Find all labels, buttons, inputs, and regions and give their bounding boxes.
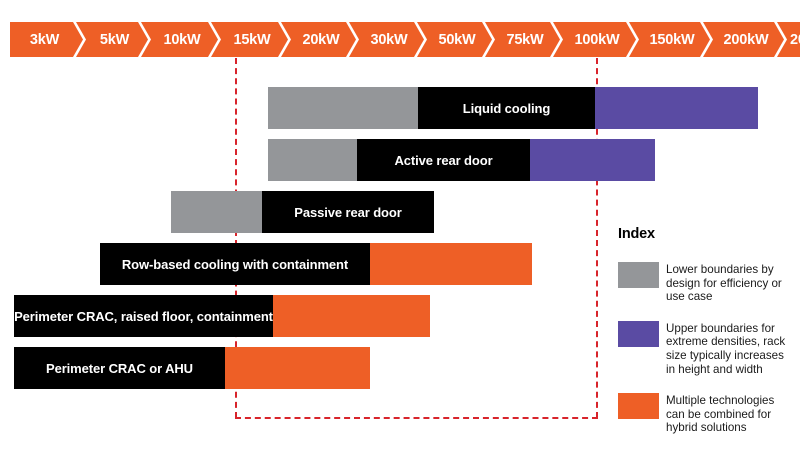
scale-step-100kw: 100kW — [562, 22, 638, 57]
bar-segment-hybrid — [370, 243, 532, 285]
bar-segment-typical — [100, 243, 370, 285]
scale-step-20kw: 20kW — [290, 22, 358, 57]
bar-segment-lower-boundary — [171, 191, 262, 233]
scale-step-label: 20kW — [302, 31, 340, 48]
legend-item-upper-boundaries: Upper boundaries for extreme densities, … — [618, 320, 793, 376]
bar-segment-typical — [14, 347, 225, 389]
legend-item-lower-boundaries: Lower boundaries by design for efficienc… — [618, 262, 793, 304]
bar-segment-typical — [14, 295, 273, 337]
legend-label-upper-boundaries: Upper boundaries for extreme densities, … — [666, 321, 786, 376]
legend-item-hybrid: Multiple technologies can be combined fo… — [618, 393, 793, 435]
scale-step-200plus: 200+ — [786, 22, 800, 57]
scale-step-label: 5kW — [99, 31, 130, 48]
scale-step-label: 200kW — [723, 31, 769, 48]
legend-label-lower-boundaries: Lower boundaries by design for efficienc… — [666, 263, 782, 304]
bar-segment-upper-boundary — [530, 139, 655, 181]
scale-step-3kw: 3kW — [10, 22, 85, 57]
scale-step-50kw: 50kW — [426, 22, 494, 57]
scale-step-10kw: 10kW — [150, 22, 220, 57]
scale-step-5kw: 5kW — [85, 22, 150, 57]
bar-segment-upper-boundary — [595, 87, 758, 129]
bar-row-based-cooling-with-containment[interactable]: Row-based cooling with containment — [100, 243, 532, 285]
legend-swatch-orange — [618, 393, 659, 420]
guide-line-left-15kw — [235, 58, 237, 418]
bar-perimeter-crac-raised-floor-containment[interactable]: Perimeter CRAC, raised floor, containmen… — [14, 295, 430, 337]
scale-step-label: 3kW — [29, 31, 60, 48]
bar-perimeter-crac-or-ahu[interactable]: Perimeter CRAC or AHU — [14, 347, 370, 389]
index-title: Index — [618, 226, 655, 242]
bar-segment-typical — [262, 191, 434, 233]
scale-step-label: 75kW — [506, 31, 544, 48]
scale-step-label: 10kW — [163, 31, 201, 48]
bar-segment-typical — [418, 87, 595, 129]
power-density-scale-band: 3kW 5kW 10kW 15kW 20kW 30kW 50kW 75kW 10… — [10, 22, 800, 57]
bar-segment-typical — [357, 139, 530, 181]
scale-step-label: 15kW — [233, 31, 271, 48]
legend-swatch-purple — [618, 320, 659, 347]
guide-line-bottom-connector — [235, 417, 598, 419]
bar-segment-hybrid — [273, 295, 430, 337]
scale-step-150kw: 150kW — [638, 22, 712, 57]
scale-step-label: 200+ — [790, 31, 800, 48]
bar-segment-lower-boundary — [268, 87, 418, 129]
guide-line-right-150kw — [596, 58, 598, 418]
scale-step-75kw: 75kW — [494, 22, 562, 57]
index-legend-panel: Index Lower boundaries by design for eff… — [618, 226, 793, 452]
bar-active-rear-door[interactable]: Active rear door — [268, 139, 655, 181]
bar-liquid-cooling[interactable]: Liquid cooling — [268, 87, 758, 129]
scale-step-label: 50kW — [438, 31, 476, 48]
legend-label-hybrid: Multiple technologies can be combined fo… — [666, 394, 775, 435]
scale-step-label: 150kW — [649, 31, 695, 48]
scale-step-30kw: 30kW — [358, 22, 426, 57]
scale-step-15kw: 15kW — [220, 22, 290, 57]
legend-swatch-grey — [618, 262, 659, 288]
bar-segment-hybrid — [225, 347, 370, 389]
bar-segment-lower-boundary — [268, 139, 357, 181]
bar-passive-rear-door[interactable]: Passive rear door — [171, 191, 434, 233]
scale-step-label: 100kW — [574, 31, 620, 48]
scale-step-label: 30kW — [370, 31, 408, 48]
